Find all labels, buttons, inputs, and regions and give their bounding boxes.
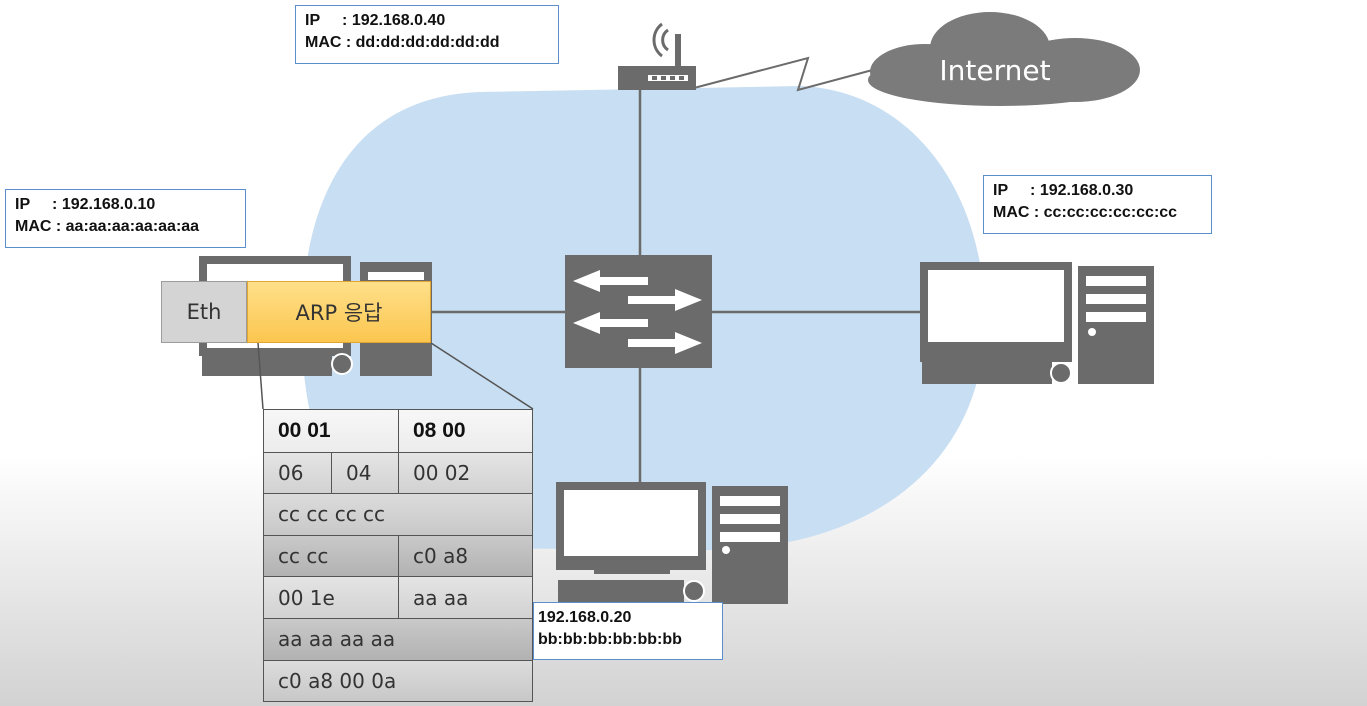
- sender-mac-cell: cc cc cc cc: [278, 502, 386, 527]
- target-ip-cell: c0 a8 00 0a: [278, 668, 397, 693]
- host-a-mac: MAC : aa:aa:aa:aa:aa:aa: [15, 218, 200, 235]
- arp-packet-table: 00 01 08 00 06 04 00 02 cc cc cc cc cc c…: [263, 409, 533, 703]
- network-cables: [431, 90, 920, 482]
- computer-icon: [920, 262, 1154, 384]
- internet-label: Internet: [939, 54, 1051, 87]
- hardware-type-cell: 00 01: [278, 418, 331, 442]
- target-mac-head-cell: aa aa: [398, 577, 532, 618]
- host-b-mac: bb:bb:bb:bb:bb:bb: [538, 631, 682, 648]
- hardware-length-cell: 06: [278, 460, 304, 485]
- host-a-address-box: IP : 192.168.0.10 MAC : aa:aa:aa:aa:aa:a…: [5, 189, 246, 248]
- internet-cloud-icon: [868, 12, 1140, 106]
- arp-reply-block: ARP 응답: [247, 281, 431, 343]
- router-address-box: IP : 192.168.0.40 MAC : dd:dd:dd:dd:dd:d…: [295, 5, 559, 64]
- table-row: cc cc c0 a8: [264, 534, 532, 577]
- host-a-ip: IP : 192.168.0.10: [15, 196, 156, 213]
- protocol-type-cell: 08 00: [398, 410, 532, 452]
- host-b-address-box: 192.168.0.20 bb:bb:bb:bb:bb:bb: [533, 602, 723, 660]
- switch-icon: [565, 255, 712, 368]
- table-row: 00 1e aa aa: [264, 576, 532, 618]
- sender-mac-tail-cell: cc cc: [278, 544, 329, 569]
- wan-link: [693, 56, 881, 92]
- router-mac: MAC : dd:dd:dd:dd:dd:dd: [305, 34, 500, 51]
- router-icon: [618, 22, 696, 90]
- computer-icon: [556, 482, 788, 604]
- table-row: 06 04 00 02: [264, 451, 532, 494]
- sender-ip-head-cell: c0 a8: [398, 535, 532, 577]
- packet-callout-lines: [257, 342, 534, 410]
- sender-ip-tail-cell: 00 1e: [278, 585, 335, 610]
- table-row: cc cc cc cc: [264, 493, 532, 535]
- router-ip: IP : 192.168.0.40: [305, 12, 446, 29]
- table-row: aa aa aa aa: [264, 617, 532, 660]
- host-b-ip: 192.168.0.20: [538, 609, 632, 626]
- opcode-cell: 00 02: [398, 452, 532, 494]
- host-c-address-box: IP : 192.168.0.30 MAC : cc:cc:cc:cc:cc:c…: [983, 175, 1212, 234]
- host-c-ip: IP : 192.168.0.30: [993, 182, 1134, 199]
- protocol-length-cell: 04: [331, 452, 398, 494]
- table-row: c0 a8 00 0a: [264, 659, 532, 702]
- eth-header-block: Eth: [161, 281, 247, 343]
- host-c-mac: MAC : cc:cc:cc:cc:cc:cc: [993, 204, 1178, 221]
- target-mac-cell: aa aa aa aa: [278, 627, 396, 652]
- table-row: 00 01 08 00: [264, 410, 532, 452]
